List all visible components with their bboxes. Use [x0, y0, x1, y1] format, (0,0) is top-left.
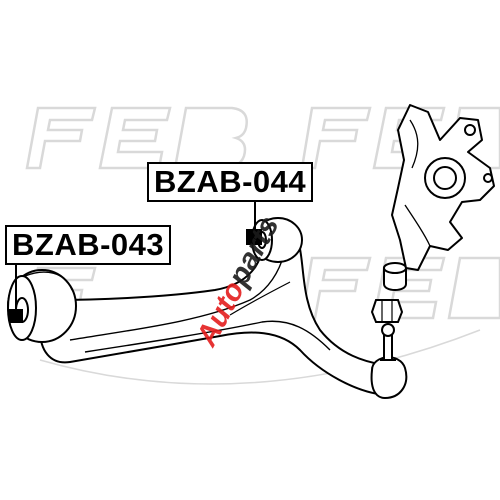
control-arm-ridge — [69, 249, 286, 341]
marker-043 — [9, 309, 23, 323]
control-arm-ridge-lower — [84, 320, 331, 353]
knuckle-hub-inner — [433, 166, 457, 190]
knuckle-bolt-hole-lower — [483, 173, 493, 183]
bushing-rear — [7, 269, 77, 343]
logo-watermark-left-icon — [25, 106, 248, 170]
part-number-label-upper: BZAB-044 — [147, 162, 314, 202]
steering-knuckle — [391, 104, 495, 271]
knuckle-bolt-hole-upper — [464, 124, 476, 136]
ball-joint-tip — [381, 323, 395, 337]
leader-lines — [9, 202, 262, 323]
ball-joint — [370, 323, 408, 400]
control-arm-web — [229, 281, 291, 316]
castle-nut — [370, 299, 404, 323]
part-number-label-lower: BZAB-043 — [5, 225, 172, 265]
logo-swoosh-icon — [39, 329, 481, 385]
lower-control-arm — [39, 239, 386, 396]
marker-044 — [246, 229, 262, 245]
bushing-washer — [383, 262, 407, 291]
ball-joint-housing — [370, 356, 408, 400]
